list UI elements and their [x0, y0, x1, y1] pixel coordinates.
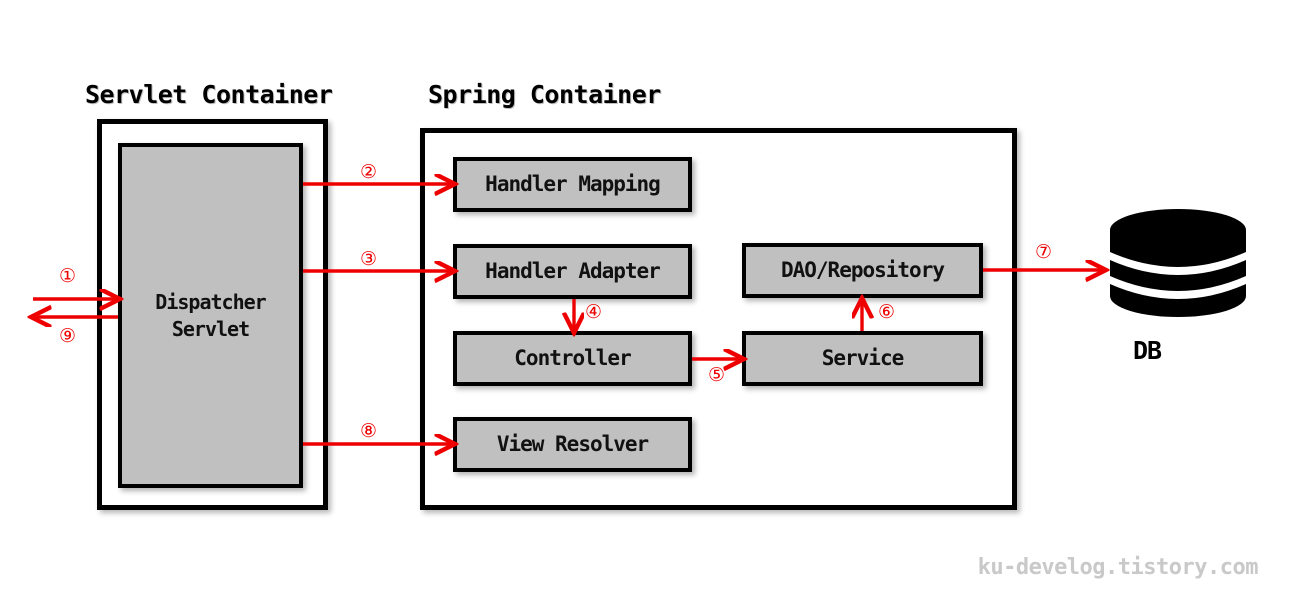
handler-adapter-box[interactable]: Handler Adapter — [453, 244, 692, 299]
dispatcher-servlet-label: Dispatcher Servlet — [155, 289, 266, 341]
servlet-container-title: Servlet Container — [85, 80, 333, 109]
dispatcher-servlet-box[interactable]: Dispatcher Servlet — [118, 143, 303, 488]
step-number-2: ② — [360, 161, 378, 183]
step-number-8: ⑧ — [360, 420, 378, 442]
step-number-9: ⑨ — [59, 325, 77, 347]
handler-adapter-label: Handler Adapter — [485, 259, 661, 284]
step-number-1: ① — [59, 265, 77, 287]
step-number-4: ④ — [585, 301, 603, 323]
step-number-7: ⑦ — [1035, 241, 1053, 263]
step-number-6: ⑥ — [878, 301, 896, 323]
watermark-text: ku-develog.tistory.com — [977, 555, 1259, 580]
view-resolver-box[interactable]: View Resolver — [453, 417, 692, 472]
step-number-3: ③ — [360, 248, 378, 270]
service-label: Service — [821, 346, 905, 371]
spring-container-title: Spring Container — [428, 80, 661, 109]
database-cylinder-icon — [1110, 209, 1246, 317]
dao-repository-label: DAO/Repository — [780, 258, 945, 283]
handler-mapping-box[interactable]: Handler Mapping — [453, 157, 692, 212]
step-number-5: ⑤ — [708, 364, 726, 386]
dao-repository-box[interactable]: DAO/Repository — [742, 243, 983, 298]
view-resolver-label: View Resolver — [496, 432, 649, 457]
service-box[interactable]: Service — [742, 331, 983, 386]
controller-label: Controller — [514, 346, 631, 371]
db-label: DB — [1133, 336, 1162, 365]
controller-box[interactable]: Controller — [453, 331, 692, 386]
handler-mapping-label: Handler Mapping — [485, 172, 661, 197]
